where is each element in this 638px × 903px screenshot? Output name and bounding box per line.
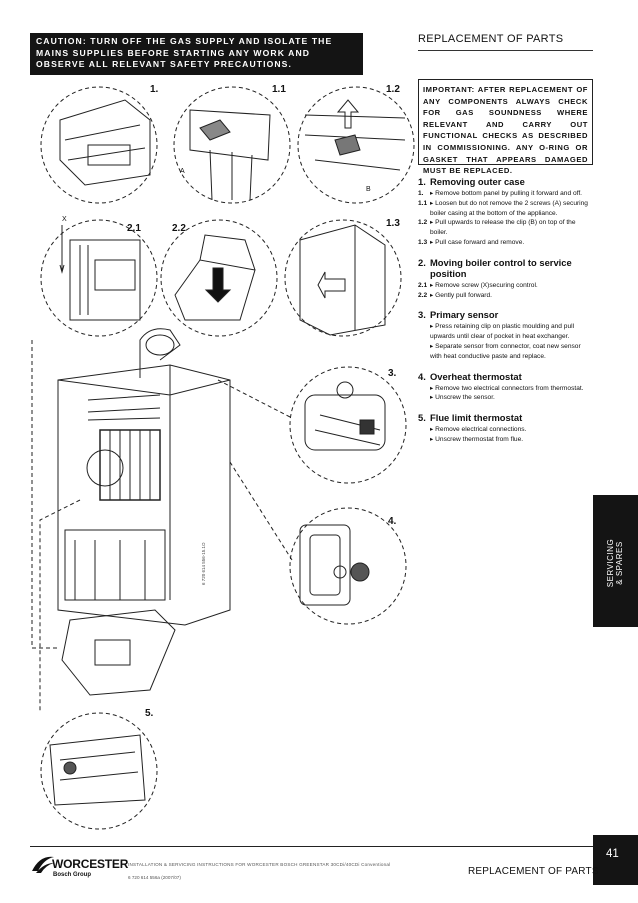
detail-circle-3 [289,366,407,484]
section-title-text: Overheat thermostat [430,370,522,382]
step-number: 1.3 [418,238,428,246]
step-text: ▸ Press retaining clip on plastic mouldi… [430,323,575,341]
instruction-step: ▸ Press retaining clip on plastic mouldi… [418,322,594,342]
instruction-section: 2. Moving boiler control to service posit… [418,257,594,301]
section-title: 1. Removing outer case [418,176,594,187]
important-notice: IMPORTANT: AFTER REPLACEMENT OF ANY COMP… [418,79,593,175]
section-title-text: Removing outer case [430,176,525,187]
section-title-text: Primary sensor [430,309,499,321]
detail-circle-5 [40,712,158,830]
header-rule [418,50,593,51]
label-1: 1. [150,84,159,95]
footer-code: 6 720 614 556a (2007/07) [128,875,181,880]
label-5: 5. [145,708,154,719]
section-title: 5. Flue limit thermostat [418,412,594,423]
instruction-step: 1.3▸ Pull case forward and remove. [418,238,594,248]
step-text: ▸ Unscrew thermostat from flue. [430,435,524,443]
detail-circle-2-2 [160,219,278,337]
instruction-step: 1. ▸ Remove bottom panel by pulling it fo… [418,189,594,199]
leader-line-3 [217,379,293,419]
label-b: B [366,186,371,193]
label-1-1: 1.1 [272,84,286,95]
instruction-step: 2.1▸ Remove screw (X)securing control. [418,281,594,291]
section-tab [593,495,638,627]
instruction-step: ▸ Remove two electrical connectors from … [418,384,594,394]
label-1-3: 1.3 [386,218,400,229]
label-4: 4. [388,516,397,527]
detail-circle-2-1 [40,219,158,337]
step-text: ▸ Remove bottom panel by pulling it forw… [430,190,582,197]
leader-line-2 [31,340,60,649]
footer-title: REPLACEMENT OF PARTS [468,866,599,877]
instruction-section: 1. Removing outer case 1. ▸ Remove bottom p… [418,176,594,248]
label-1-2: 1.2 [386,84,400,95]
leader-line-5 [39,499,81,712]
section-tab-line-2: & SPARES [615,541,624,585]
section-number: 4. [418,370,426,382]
section-title: 4. Overheat thermostat [418,371,594,382]
instruction-step: ▸ Unscrew thermostat from flue. [418,435,594,445]
section-title-text: Flue limit thermostat [430,412,523,424]
section-title-text: Moving boiler control to service positio… [430,256,572,279]
footer-rule [30,846,638,847]
leader-line-4 [229,461,293,561]
caution-lead: CAUTION: [36,36,87,46]
instruction-step: ▸ Remove electrical connections. [418,425,594,435]
step-text: ▸ Loosen but do not remove the 2 screws … [430,199,588,217]
step-text: ▸ Remove electrical connections. [430,426,527,434]
section-number: 5. [418,412,426,424]
step-number: 1. [418,190,424,197]
section-number: 2. [418,256,426,268]
label-2-2: 2.2 [172,223,186,234]
page-number-box [593,835,638,885]
logo-subtitle: Bosch Group [53,872,92,878]
label-x: X [62,216,67,223]
section-title: 2. Moving boiler control to service posit… [418,257,594,279]
instruction-section: 3. Primary sensor ▸ Press retaining clip o… [418,309,594,361]
caution-banner: CAUTION: TURN OFF THE GAS SUPPLY AND ISO… [30,33,363,75]
instruction-step: ▸ Separate sensor from connector, coat n… [418,342,594,362]
step-number: 2.2 [418,291,428,299]
step-number: 1.1 [418,199,428,207]
step-text: ▸ Remove two electrical connectors from … [430,384,584,392]
boiler-casing [57,364,231,626]
instructions: 1. Removing outer case 1. ▸ Remove bottom p… [418,176,594,454]
instruction-step: 1.1▸ Loosen but do not remove the 2 scre… [418,199,594,219]
worcester-logo-icon [32,856,54,873]
control-panel [61,609,176,696]
drawing-code: 6 720 614 556-15.1O [201,542,206,585]
instruction-section: 5. Flue limit thermostat ▸ Remove electric… [418,412,594,445]
footer-text: INSTALLATION & SERVICING INSTRUCTIONS FO… [128,862,391,867]
instruction-step: 2.2▸ Gently pull forward. [418,291,594,301]
detail-circle-4 [289,507,407,625]
instruction-section: 4. Overheat thermostat ▸ Remove two electr… [418,371,594,404]
instruction-step: ▸ Unscrew the sensor. [418,393,594,403]
step-text: ▸ Remove screw (X)securing control. [430,281,538,289]
step-number: 2.1 [418,281,428,289]
instruction-step: 1.2▸ Pull upwards to release the clip (B… [418,218,594,238]
section-tab-line-1: SERVICING [606,538,615,588]
detail-circle-1-2 [297,86,415,204]
detail-circle-1 [40,86,158,204]
section-number: 1. [418,176,426,187]
caution-text: TURN OFF THE GAS SUPPLY AND ISOLATE THE … [36,36,333,69]
step-text: ▸ Pull case forward and remove. [430,238,525,246]
step-text: ▸ Unscrew the sensor. [430,394,495,402]
step-number: 1.2 [418,219,428,227]
section-title: 3. Primary sensor [418,309,594,320]
detail-circle-1-3 [284,219,402,337]
step-text: ▸ Gently pull forward. [430,291,492,299]
detail-circle-1-1 [173,86,291,204]
label-a: A [180,168,185,175]
label-3: 3. [388,368,397,379]
logo-name: WORCESTER [52,857,129,871]
section-tab-label: SERVICING & SPARES [606,539,624,587]
page-number: 41 [606,848,619,860]
label-2-1: 2.1 [127,223,141,234]
step-text: ▸ Pull upwards to release the clip (B) o… [430,219,576,237]
step-text: ▸ Separate sensor from connector, coat n… [430,342,581,360]
page-title: REPLACEMENT OF PARTS [418,33,564,45]
section-number: 3. [418,309,426,321]
